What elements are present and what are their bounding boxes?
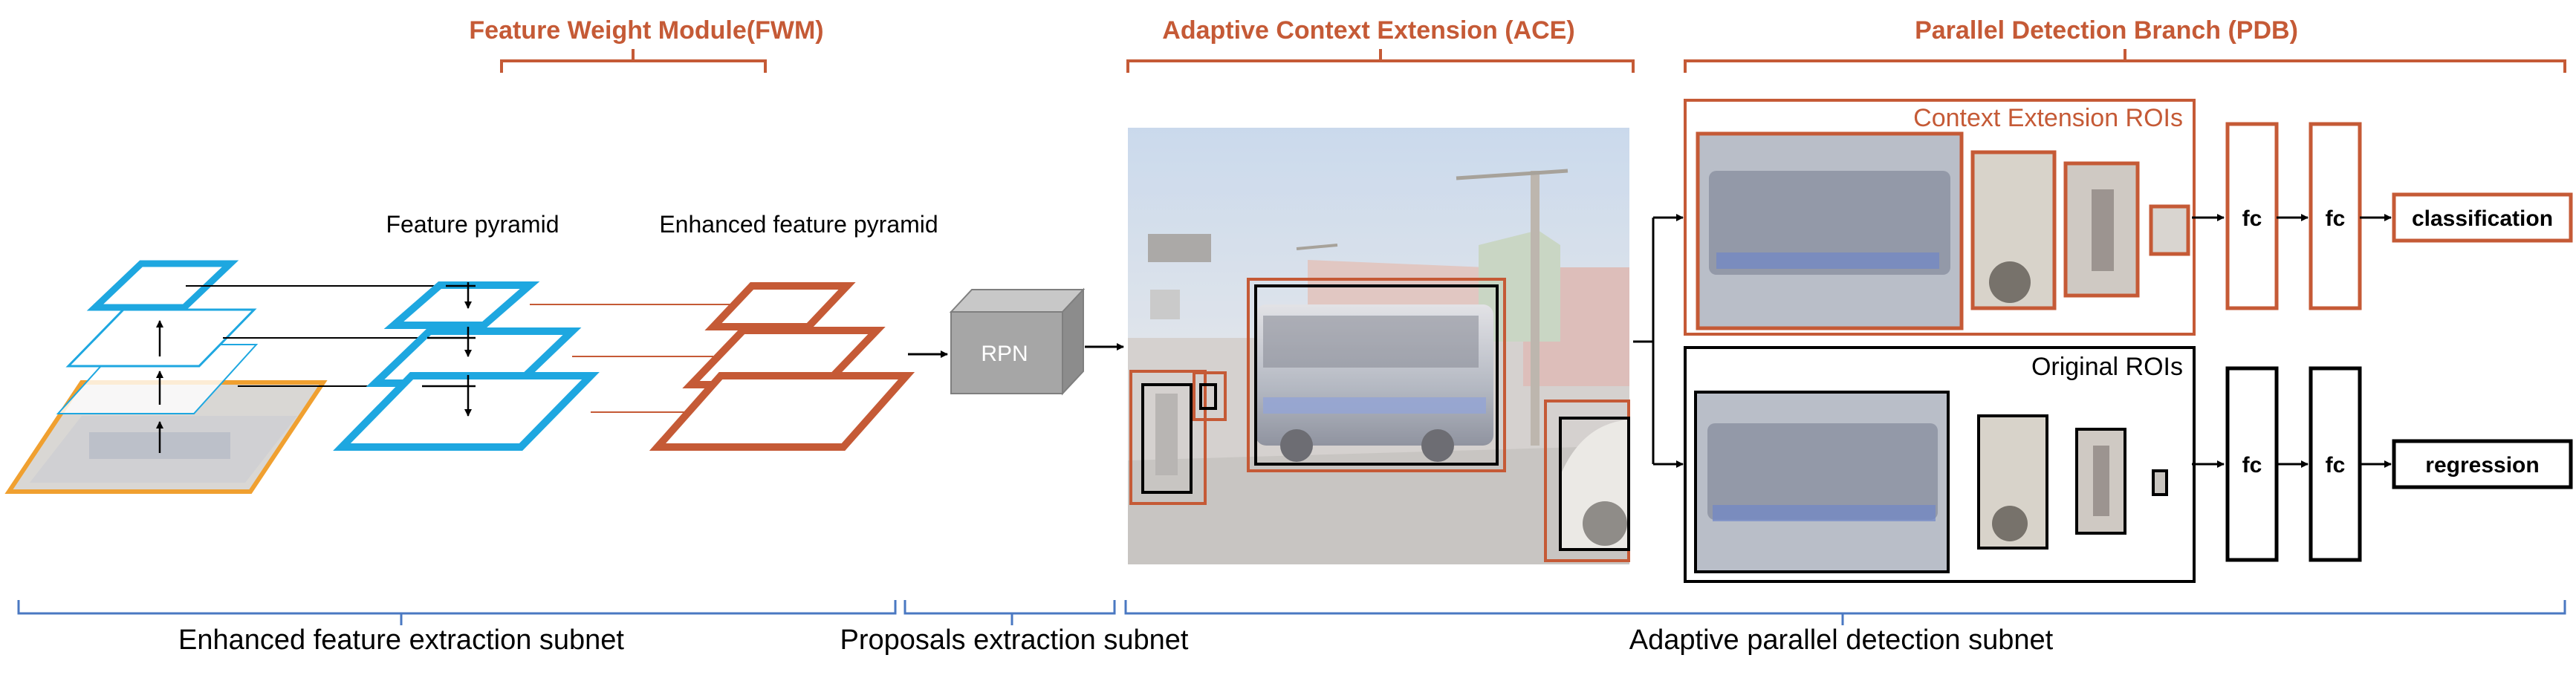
- proposals-subnet-bracket: [903, 600, 1116, 625]
- fc-original-branch: fc fc regression: [2225, 366, 2573, 562]
- small-original-box: [1199, 383, 1217, 410]
- split-arrows: [1633, 214, 1684, 468]
- bus-original-box: [1254, 284, 1499, 466]
- feature-subnet-label: Enhanced feature extraction subnet: [178, 625, 624, 656]
- bus-context-box: [1247, 278, 1506, 472]
- classification-box: [2392, 192, 2573, 243]
- fc-context-2-label: fc: [2326, 206, 2346, 231]
- original-crop-small: [2152, 469, 2168, 496]
- pdb-bracket: [1684, 49, 2566, 73]
- enhanced-pyramid: [649, 282, 915, 451]
- enhance-connections: [530, 304, 732, 413]
- detection-subnet-bracket: [1124, 600, 2566, 625]
- pdb-title: Parallel Detection Branch (PDB): [1915, 16, 2298, 45]
- original-rois-title: Original ROIs: [2031, 353, 2183, 381]
- ace-scene-image: [1128, 128, 1629, 564]
- car-original-box: [1559, 417, 1630, 551]
- fc-context-2: [2309, 122, 2362, 310]
- input-layer-top: [86, 260, 239, 311]
- ace-roi-boxes: [1129, 278, 1630, 562]
- classification-label: classification: [2412, 206, 2553, 231]
- fc-original-1-label: fc: [2242, 453, 2262, 477]
- feature-layer-1: [383, 281, 540, 329]
- feature-subnet-bracket: [17, 600, 897, 625]
- context-roi-crops: [1696, 131, 2190, 330]
- fwm-title: Feature Weight Module(FWM): [469, 16, 823, 45]
- regression-label: regression: [2425, 453, 2539, 477]
- ace-title: Adaptive Context Extension (ACE): [1162, 16, 1574, 45]
- context-rois-title: Context Extension ROIs: [1913, 104, 2183, 132]
- proposals-subnet-label: Proposals extraction subnet: [840, 625, 1189, 656]
- enhanced-layer-3: [649, 372, 915, 451]
- feature-down-arrows: [422, 282, 476, 417]
- small-context-box: [1193, 371, 1227, 421]
- input-layer-3: [65, 308, 257, 368]
- detection-subnet-label: Adaptive parallel detection subnet: [1629, 625, 2054, 656]
- regression-box: [2392, 439, 2573, 489]
- person-context-box: [1129, 370, 1207, 505]
- enhanced-layer-1: [704, 282, 856, 330]
- fc-original-2-label: fc: [2326, 453, 2346, 477]
- context-crop-small: [2149, 204, 2190, 256]
- fc-context-1: [2225, 122, 2279, 310]
- rpn-cube: RPN: [949, 287, 1086, 396]
- enhanced-pyramid-label: Enhanced feature pyramid: [659, 211, 938, 238]
- fc-context-1-label: fc: [2242, 206, 2262, 231]
- fwm-bracket: [500, 49, 767, 73]
- feature-pyramid-label: Feature pyramid: [386, 211, 559, 238]
- feature-pyramid: [333, 281, 600, 451]
- person-original-box: [1141, 383, 1193, 494]
- ace-bracket: [1126, 49, 1635, 73]
- original-roi-crops: [1694, 391, 2168, 573]
- fc-context-branch: fc fc classification: [2225, 122, 2573, 310]
- input-image-stack: [4, 260, 328, 494]
- rpn-label: RPN: [981, 342, 1028, 366]
